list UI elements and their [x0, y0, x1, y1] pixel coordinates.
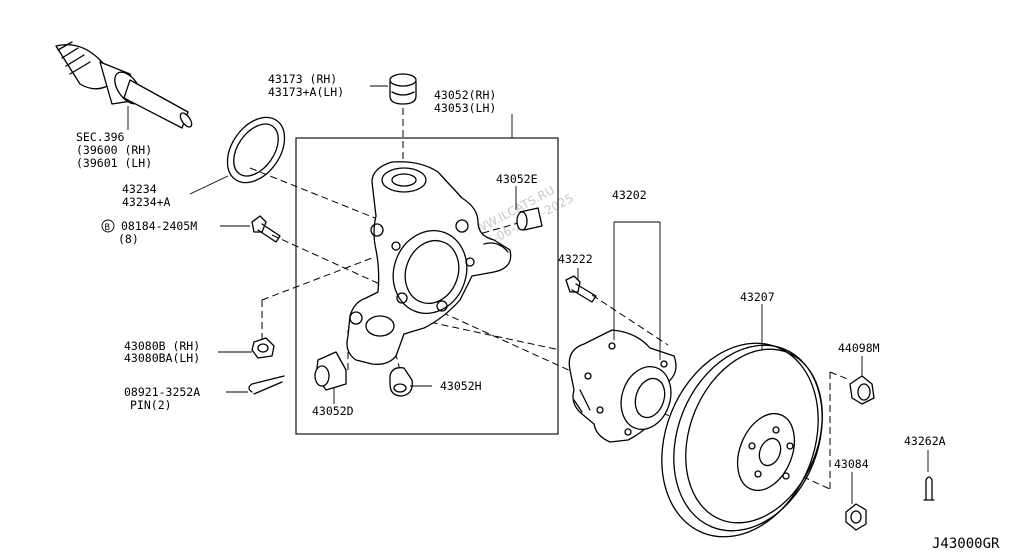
pin-43262a	[923, 476, 935, 501]
hub-bearing-43202	[568, 329, 677, 443]
label-43052e: 43052E	[496, 172, 538, 186]
label-43222: 43222	[558, 252, 593, 266]
brake-rotor-43207	[661, 342, 823, 538]
label-08921-1: 08921-3252A	[124, 385, 200, 399]
label-43173-2: 43173+A(LH)	[268, 85, 344, 99]
bolt-circle-marker	[101, 219, 115, 233]
plug-44098m	[849, 375, 875, 405]
label-43080b-1: 43080B (RH)	[124, 339, 200, 353]
bushing-43173	[389, 73, 417, 105]
drive-shaft	[55, 41, 193, 129]
label-sec396-3: (39601 (LH)	[76, 156, 152, 170]
steering-knuckle	[346, 161, 512, 365]
label-sec396-1: SEC.396	[76, 130, 125, 144]
label-08184-circle: B	[105, 223, 110, 233]
label-43080b-2: 43080BA(LH)	[124, 351, 200, 365]
label-08184-2: (8)	[118, 232, 139, 246]
label-43084: 43084	[834, 457, 869, 471]
label-sec396-2: (39600 (RH)	[76, 143, 152, 157]
label-08184-1: 08184-2405M	[121, 219, 197, 233]
label-44098m: 44098M	[838, 341, 880, 355]
label-43052d: 43052D	[312, 404, 354, 418]
knuckle-group-box	[295, 137, 559, 435]
label-43052-1: 43052(RH)	[434, 88, 496, 102]
part-labels: SEC.396 (39600 (RH) (39601 (LH) 43173 (R…	[76, 72, 1000, 552]
label-43173-1: 43173 (RH)	[268, 72, 337, 86]
leader-lines	[127, 85, 929, 504]
label-43234-1: 43234	[122, 182, 157, 196]
label-43234-2: 43234+A	[122, 195, 171, 209]
nut-43080b	[251, 337, 275, 359]
label-43052h: 43052H	[440, 379, 482, 393]
diagram-code: J43000GR	[932, 536, 1000, 552]
cotter-pin-08921	[248, 375, 285, 395]
label-43262a: 43262A	[904, 434, 946, 448]
label-43052-2: 43053(LH)	[434, 101, 496, 115]
bushing-43052e	[516, 207, 543, 231]
bolt-08184-2405m	[251, 215, 281, 243]
nut-43084	[845, 503, 867, 531]
label-43207: 43207	[740, 290, 775, 304]
label-43202: 43202	[612, 188, 647, 202]
seal-43234	[226, 116, 286, 184]
hub-bolt-43222	[565, 275, 597, 303]
bushing-43052d	[314, 351, 347, 391]
label-08921-2: PIN(2)	[130, 398, 172, 412]
bushing-43052h	[389, 367, 413, 397]
